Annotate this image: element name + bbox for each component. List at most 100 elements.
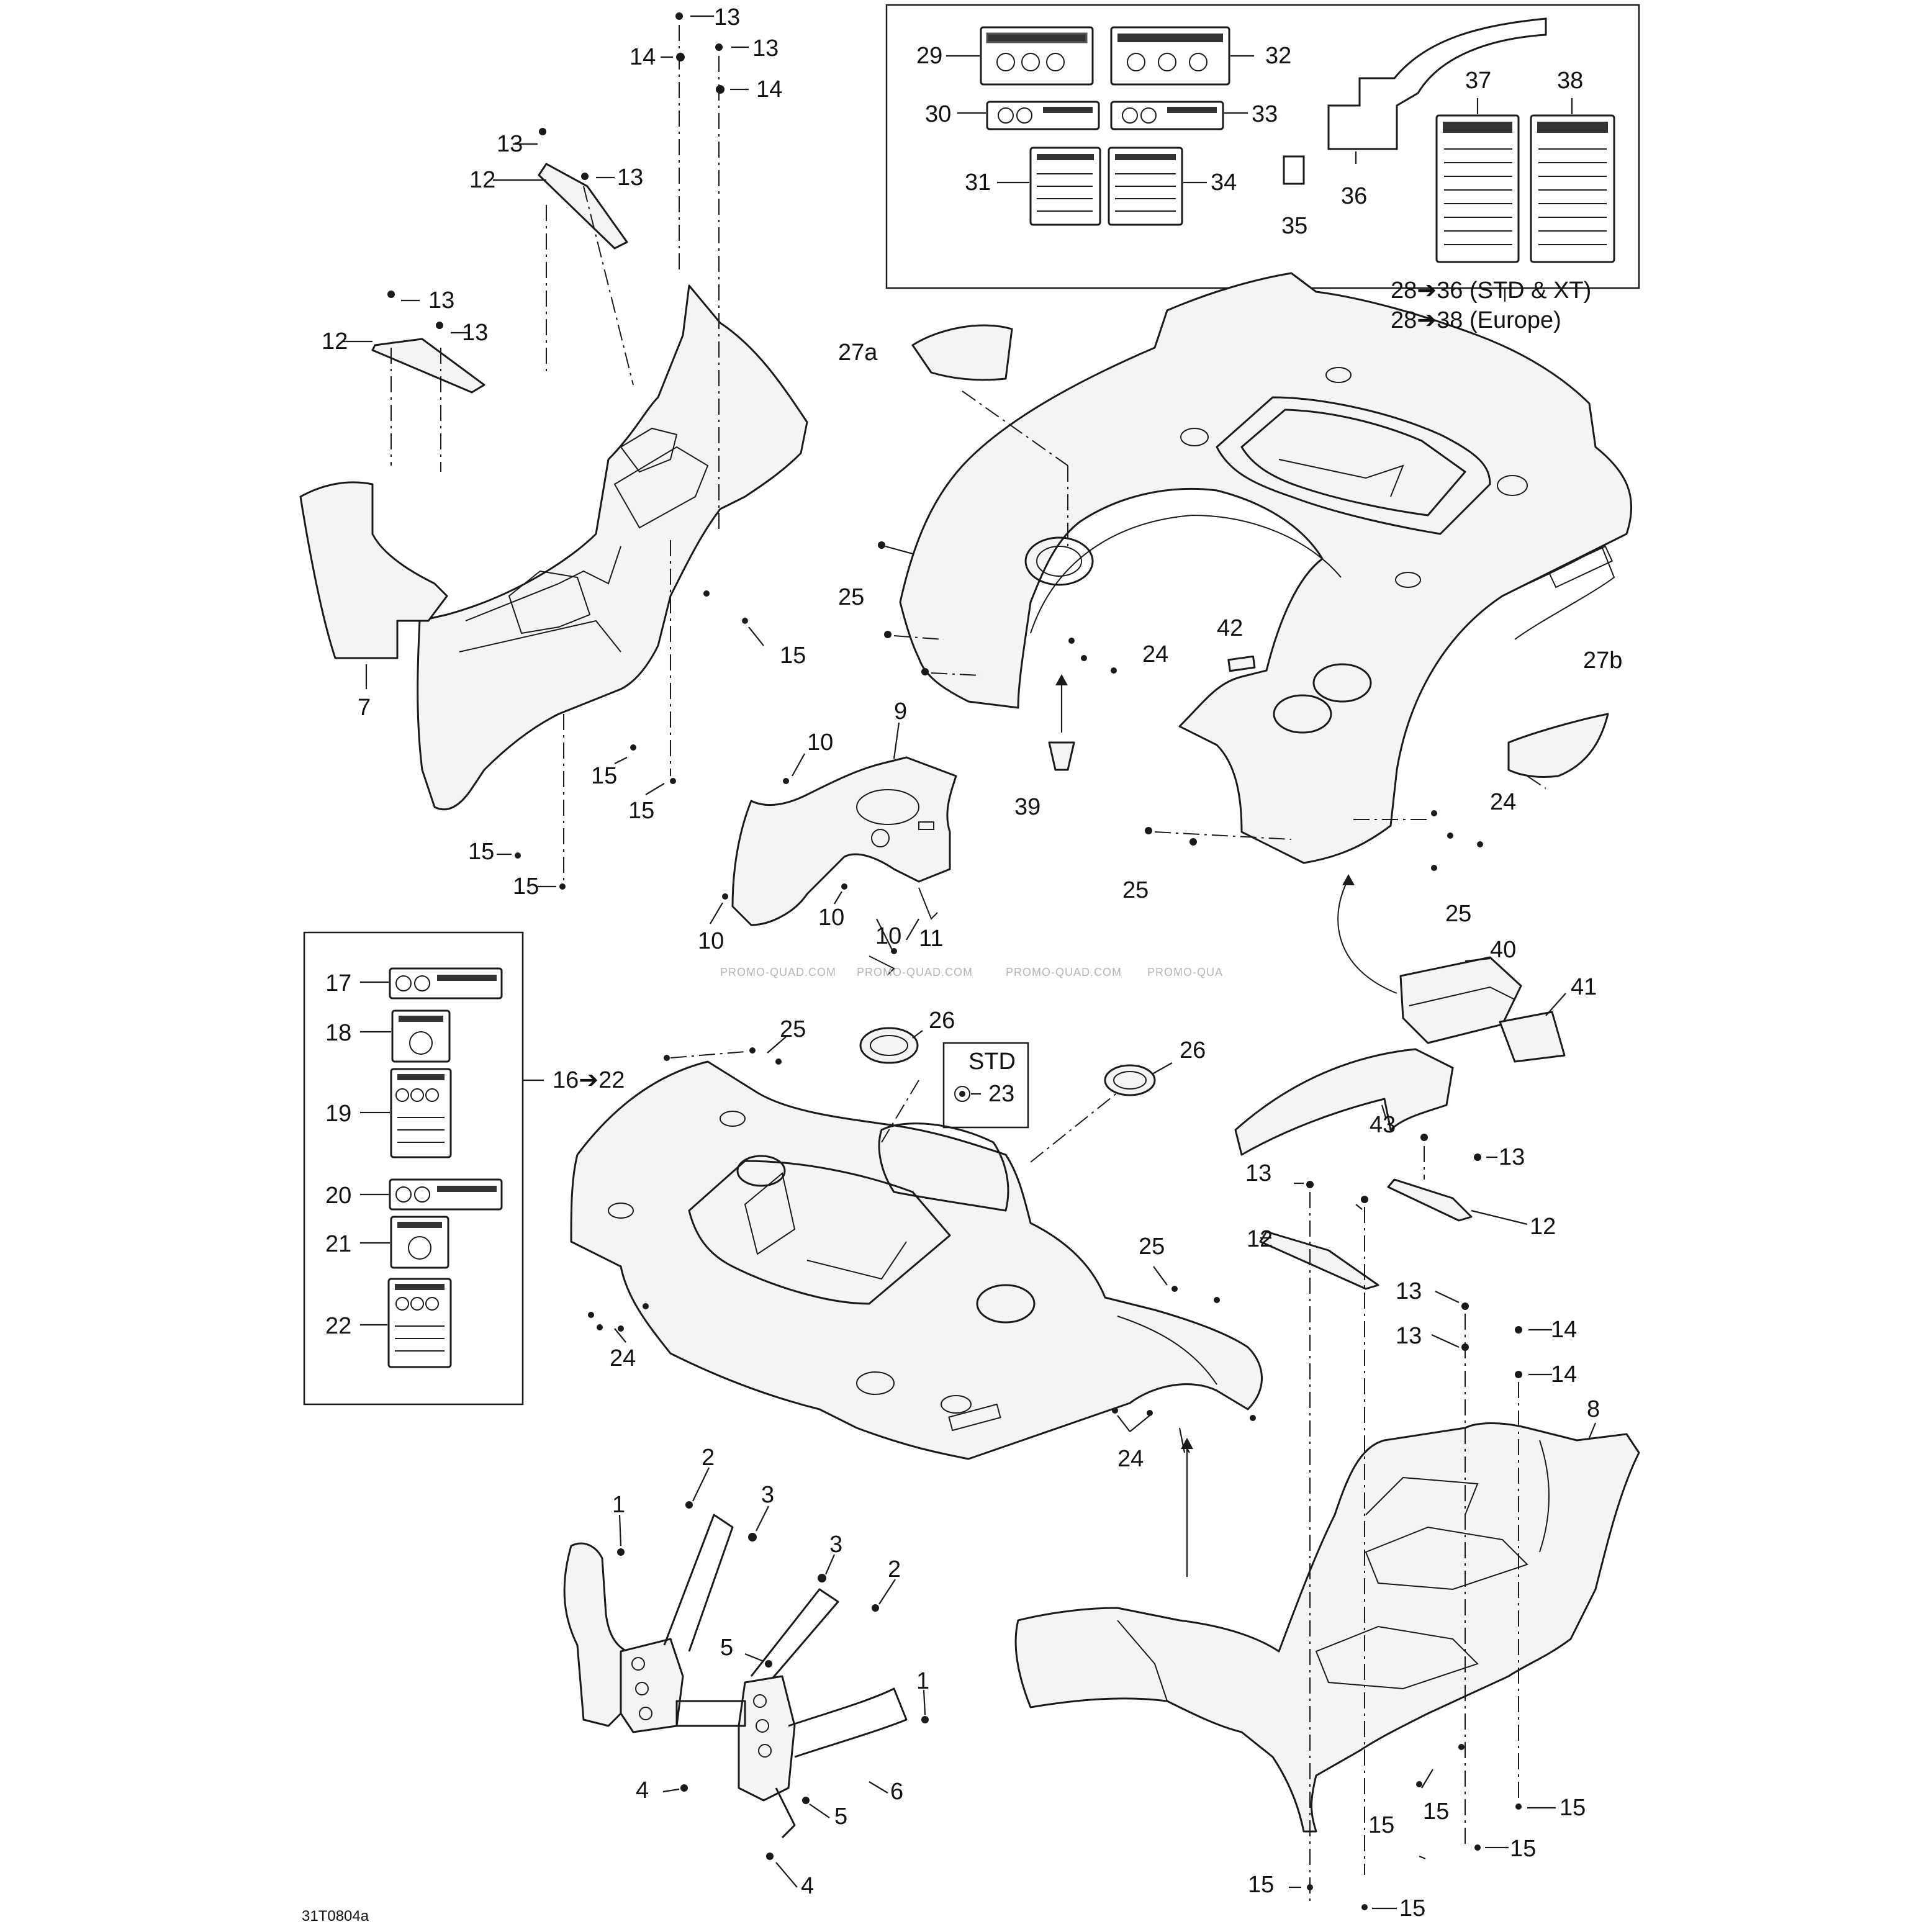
callout-13: 13 — [617, 165, 643, 191]
decal-19 — [390, 1068, 452, 1158]
svg-text:PROMO-QUAD.COM: PROMO-QUAD.COM — [720, 966, 836, 978]
callout-24: 24 — [610, 1345, 636, 1371]
callout-4: 4 — [801, 1873, 814, 1899]
kit-label-28-36: 28➔36 (STD & XT) — [1391, 278, 1591, 304]
callout-43: 43 — [1370, 1112, 1396, 1138]
callout-15: 15 — [591, 763, 617, 789]
callout-10: 10 — [818, 905, 844, 931]
callout-2: 2 — [702, 1445, 715, 1471]
callout-30: 30 — [925, 101, 951, 127]
callout-13: 13 — [714, 4, 740, 30]
callout-14: 14 — [630, 44, 656, 70]
callout-31: 31 — [965, 169, 991, 196]
callout-36: 36 — [1341, 183, 1367, 209]
callout-25: 25 — [1139, 1234, 1165, 1260]
callout-27b: 27b — [1583, 648, 1622, 674]
decal-20 — [389, 1178, 503, 1211]
callout-13: 13 — [428, 287, 454, 314]
callout-15: 15 — [628, 798, 654, 824]
left-fasteners — [341, 12, 764, 890]
std-label: STD — [968, 1049, 1016, 1075]
front-body — [570, 1027, 1263, 1460]
callout-15: 15 — [1510, 1836, 1536, 1862]
part-9-panel — [710, 722, 957, 975]
std-box — [942, 1042, 1029, 1129]
callout-42: 42 — [1217, 615, 1243, 641]
right-footwell — [1014, 1178, 1640, 1833]
front-body-fasteners — [588, 1030, 1256, 1577]
decal-35 — [1283, 155, 1305, 185]
rear-fender — [899, 272, 1633, 864]
callout-25: 25 — [1445, 901, 1471, 927]
callout-25: 25 — [1122, 877, 1149, 903]
callout-22: 22 — [325, 1313, 351, 1339]
callout-7: 7 — [358, 695, 371, 721]
kit-labels: 28➔36 (STD & XT) 28➔38 (Europe) 16➔22 ST… — [553, 278, 1591, 1093]
callout-12: 12 — [1247, 1226, 1273, 1252]
part-27a — [911, 324, 1013, 381]
callout-27a: 27a — [838, 340, 878, 366]
left-footwell-front — [299, 284, 808, 811]
right-fasteners — [1260, 1134, 1597, 1910]
callout-33: 33 — [1252, 101, 1278, 127]
callout-13: 13 — [1396, 1278, 1422, 1304]
callout-25: 25 — [838, 584, 864, 610]
callout-1: 1 — [612, 1492, 625, 1518]
callout-21: 21 — [325, 1231, 351, 1257]
callout-20: 20 — [325, 1183, 351, 1209]
rear-fender-fasteners — [878, 390, 1546, 994]
callout-15: 15 — [1423, 1799, 1449, 1825]
callout-24: 24 — [1490, 789, 1516, 815]
decal-box-top — [885, 4, 1640, 302]
callout-12: 12 — [322, 328, 348, 354]
callout-8: 8 — [1587, 1396, 1600, 1422]
part-27b — [1507, 713, 1609, 778]
callout-24: 24 — [1117, 1446, 1144, 1472]
callout-15: 15 — [1248, 1872, 1274, 1898]
callout-17: 17 — [325, 970, 351, 996]
callout-29: 29 — [916, 43, 942, 69]
callout-26: 26 — [1180, 1037, 1206, 1063]
callout-12: 12 — [469, 167, 495, 193]
callout-15: 15 — [1368, 1812, 1394, 1838]
decal-box-left — [303, 931, 544, 1406]
callout-13: 13 — [1245, 1160, 1271, 1186]
callout-15: 15 — [468, 839, 494, 865]
callout-15: 15 — [1560, 1795, 1586, 1821]
decal-17 — [389, 967, 503, 1000]
callout-23: 23 — [988, 1081, 1014, 1107]
callout-14: 14 — [1551, 1361, 1577, 1388]
watermark: PROMO-QUAD.COM PROMO-QUAD.COM PROMO-QUAD… — [720, 966, 1223, 978]
front-support — [563, 1467, 929, 1888]
callout-15: 15 — [780, 643, 806, 669]
callout-40: 40 — [1490, 937, 1516, 963]
decal-33 — [1110, 101, 1224, 130]
callout-19: 19 — [325, 1101, 351, 1127]
callout-38: 38 — [1557, 68, 1583, 94]
decal-36 — [1327, 17, 1547, 150]
callout-10: 10 — [807, 729, 833, 756]
callout-2: 2 — [888, 1556, 901, 1582]
callout-41: 41 — [1571, 974, 1597, 1000]
callout-25: 25 — [780, 1016, 806, 1042]
callout-37: 37 — [1465, 68, 1491, 94]
callout-10: 10 — [698, 928, 724, 954]
callout-18: 18 — [325, 1020, 351, 1046]
decal-21 — [390, 1216, 449, 1269]
decal-37 — [1435, 114, 1520, 263]
callout-5: 5 — [834, 1803, 847, 1830]
callout-26: 26 — [929, 1008, 955, 1034]
svg-text:PROMO-QUA: PROMO-QUA — [1147, 966, 1223, 978]
callout-11: 11 — [919, 926, 943, 952]
callout-6: 6 — [890, 1779, 903, 1805]
kit-label-28-38: 28➔38 (Europe) — [1391, 307, 1561, 333]
diagram-code: 31T0804a — [302, 1908, 369, 1925]
callout-9: 9 — [894, 698, 907, 724]
callout-13: 13 — [1396, 1323, 1422, 1349]
callout-3: 3 — [829, 1532, 842, 1558]
kit-label-16-22: 16➔22 — [553, 1067, 625, 1093]
callout-13: 13 — [497, 131, 523, 157]
decal-38 — [1530, 114, 1615, 263]
